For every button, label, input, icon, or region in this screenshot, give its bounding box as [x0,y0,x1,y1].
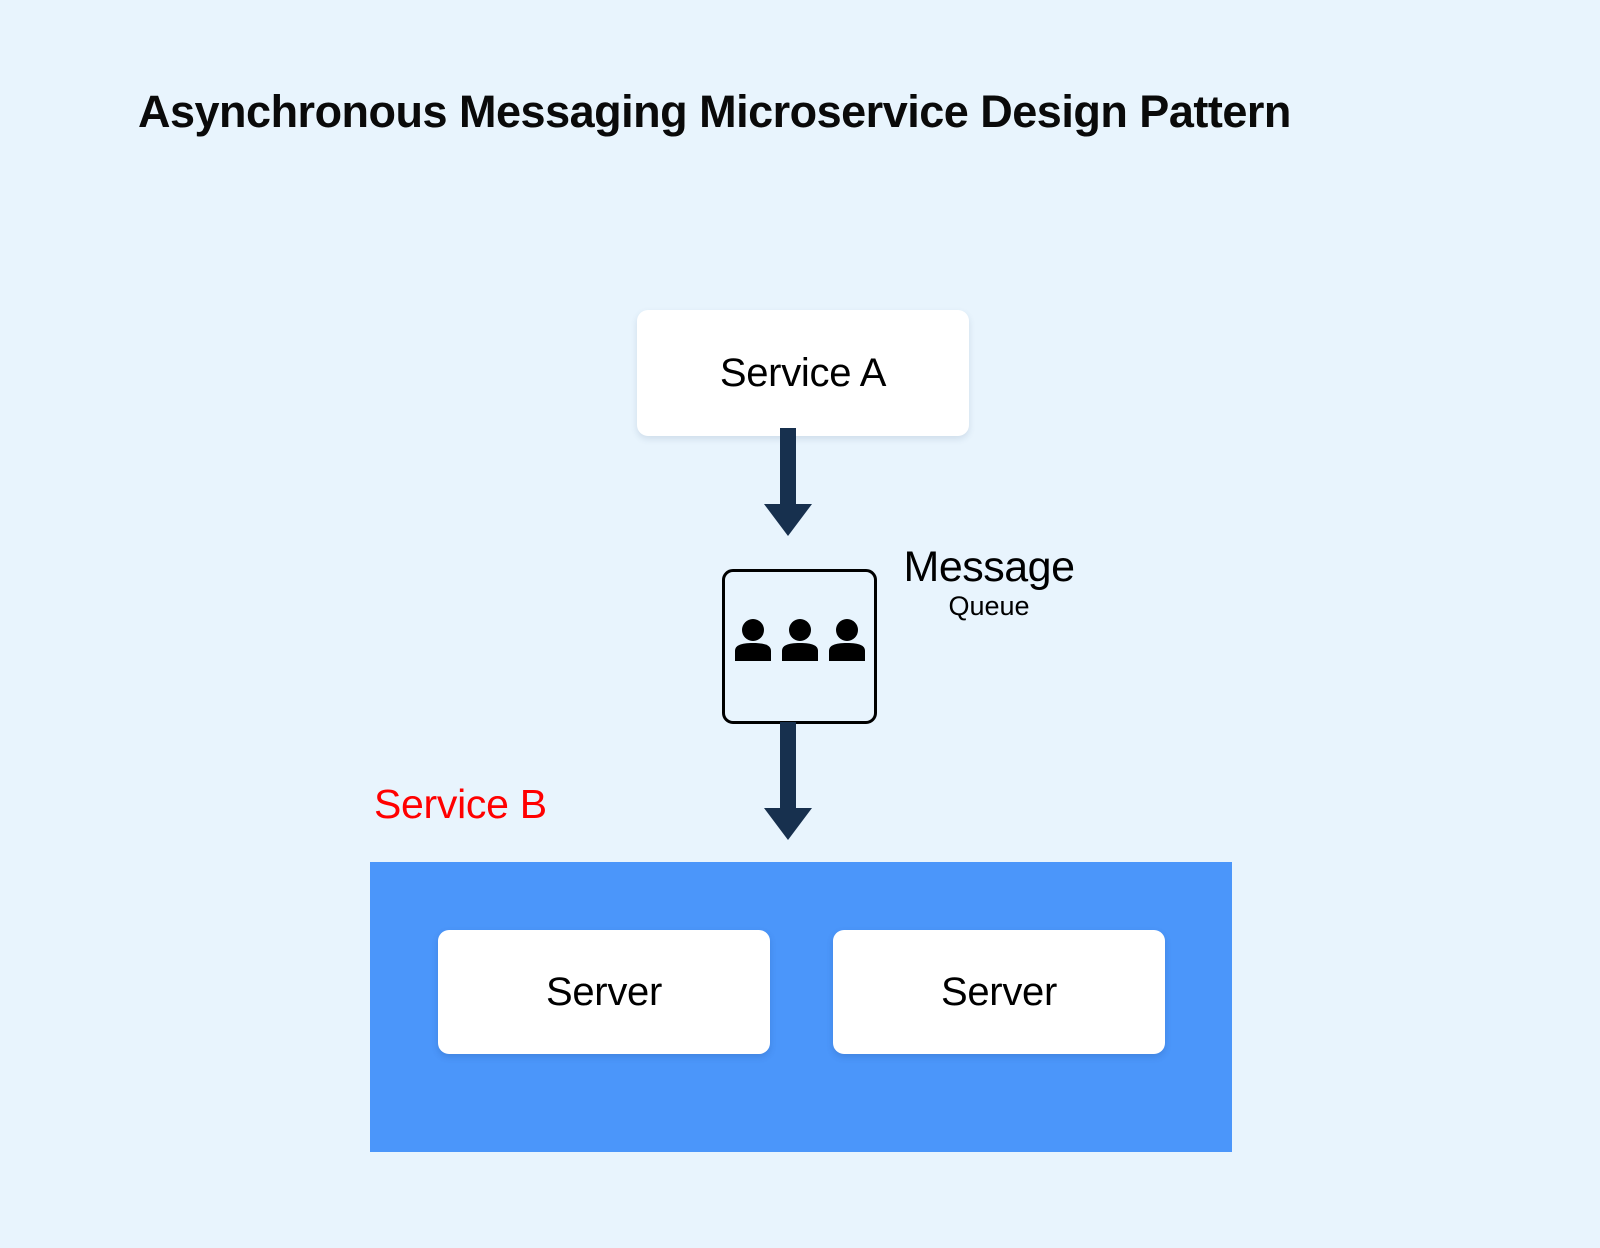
message-queue-node[interactable] [722,569,877,724]
service-b-label: Service B [374,781,547,827]
message-queue-label-secondary: Queue [948,591,1030,621]
service-a-label: Service A [719,350,887,395]
server-label: Server [545,969,662,1014]
person-icon [781,619,819,661]
person-icon [828,619,866,661]
server-node-1[interactable]: Server [438,930,770,1054]
page-title: Asynchronous Messaging Microservice Desi… [138,86,1291,137]
service-b-container[interactable]: Server Server [370,862,1232,1152]
message-queue-label-primary: Message [903,543,1075,591]
server-label: Server [940,969,1057,1014]
arrow-queue-to-service-b [760,722,816,842]
service-a-node[interactable]: Service A [637,310,969,436]
arrow-service-a-to-queue [760,428,816,538]
server-node-2[interactable]: Server [833,930,1165,1054]
queue-people-group [725,619,874,661]
person-icon [734,619,772,661]
